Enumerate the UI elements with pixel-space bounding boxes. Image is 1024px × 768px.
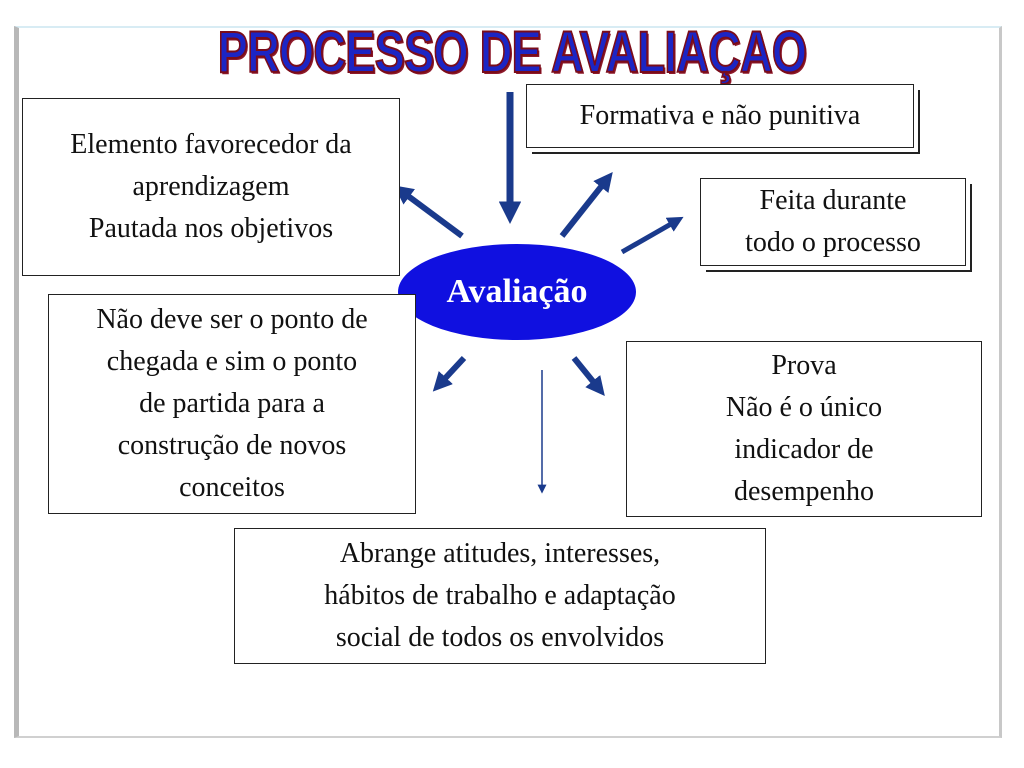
box-abrange: Abrange atitudes, interesses, hábitos de… — [234, 528, 766, 664]
center-label: Avaliação — [446, 273, 588, 310]
box-abrange-text: Abrange atitudes, interesses, hábitos de… — [324, 538, 676, 653]
box-nao-deve: Não deve ser o ponto de chegada e sim o … — [48, 294, 416, 514]
box-nao-deve-text: Não deve ser o ponto de chegada e sim o … — [96, 304, 368, 503]
box-prova-text: Prova Não é o único indicador de desempe… — [725, 350, 883, 507]
box-formativa: Formativa e não punitiva — [526, 84, 914, 148]
box-feita-text: Feita durante todo o processo — [745, 185, 921, 258]
box-elemento-text: Elemento favorecedor da aprendizagem Pau… — [70, 129, 352, 244]
box-prova: Prova Não é o único indicador de desempe… — [626, 341, 982, 517]
box-feita: Feita durante todo o processo — [700, 178, 966, 266]
slide-title: PROCESSO DE AVALIAÇAO — [217, 20, 808, 85]
box-elemento: Elemento favorecedor da aprendizagem Pau… — [22, 98, 400, 276]
box-formativa-text: Formativa e não punitiva — [579, 100, 861, 131]
